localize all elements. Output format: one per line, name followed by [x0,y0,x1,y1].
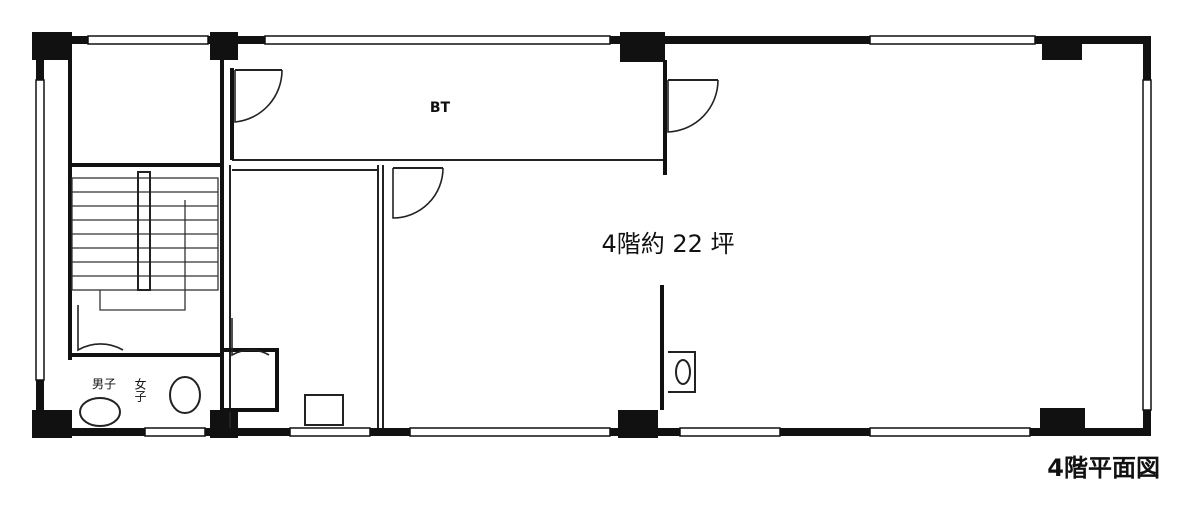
window-right-1 [1142,79,1152,411]
pillar-top-left [32,32,72,60]
pillars [32,32,1085,438]
staircase [71,171,219,311]
door-toilet [77,305,124,352]
pillar-top-mid [620,32,665,62]
pillar-bottom-right [1040,408,1085,436]
toilet-bowl-left [79,397,121,427]
right-windows [35,79,1152,411]
outer-walls [36,36,1151,436]
window-bottom-5 [869,427,1031,437]
window-top-3 [869,35,1036,45]
floor-area-label: 4階約 22 坪 [601,230,734,258]
window-top-1 [87,35,209,45]
window-top-2 [264,35,611,45]
door-bt [234,69,283,123]
interior-walls [68,60,667,428]
door-office-top [667,79,719,133]
toilet-right-label: 女子 [133,377,147,402]
top-windows [87,35,1036,45]
bottom-windows [144,427,1031,437]
pillar-top-right [1042,38,1082,60]
pillar-bottom-left [32,410,72,438]
stair-direction-arrow [99,200,186,311]
stair-handrail [137,171,151,291]
door-small-room [231,318,270,357]
sink-counter [304,394,344,426]
floor-plan-caption: 4階平面図 [1047,454,1160,482]
office-fixture [668,351,696,393]
window-left-1 [35,79,45,381]
fixtures [79,351,696,427]
window-bottom-2 [289,427,371,437]
toilet-bowl-right [169,376,201,414]
toilet-left-label: 男子 [92,377,116,391]
window-bottom-4 [679,427,781,437]
bathroom-label: BT [430,100,451,116]
office-fixture-bowl [675,359,691,385]
pillar-bottom-mid-left [210,410,238,438]
pillar-bottom-mid [618,410,658,438]
window-bottom-1 [144,427,206,437]
pillar-top-mid-left [210,32,238,60]
exterior-wall [36,36,1151,436]
room-labels: BT 4階約 22 坪 男子 女子 [92,100,735,402]
door-office-left [392,167,444,219]
doors [77,69,719,357]
window-bottom-3 [409,427,611,437]
